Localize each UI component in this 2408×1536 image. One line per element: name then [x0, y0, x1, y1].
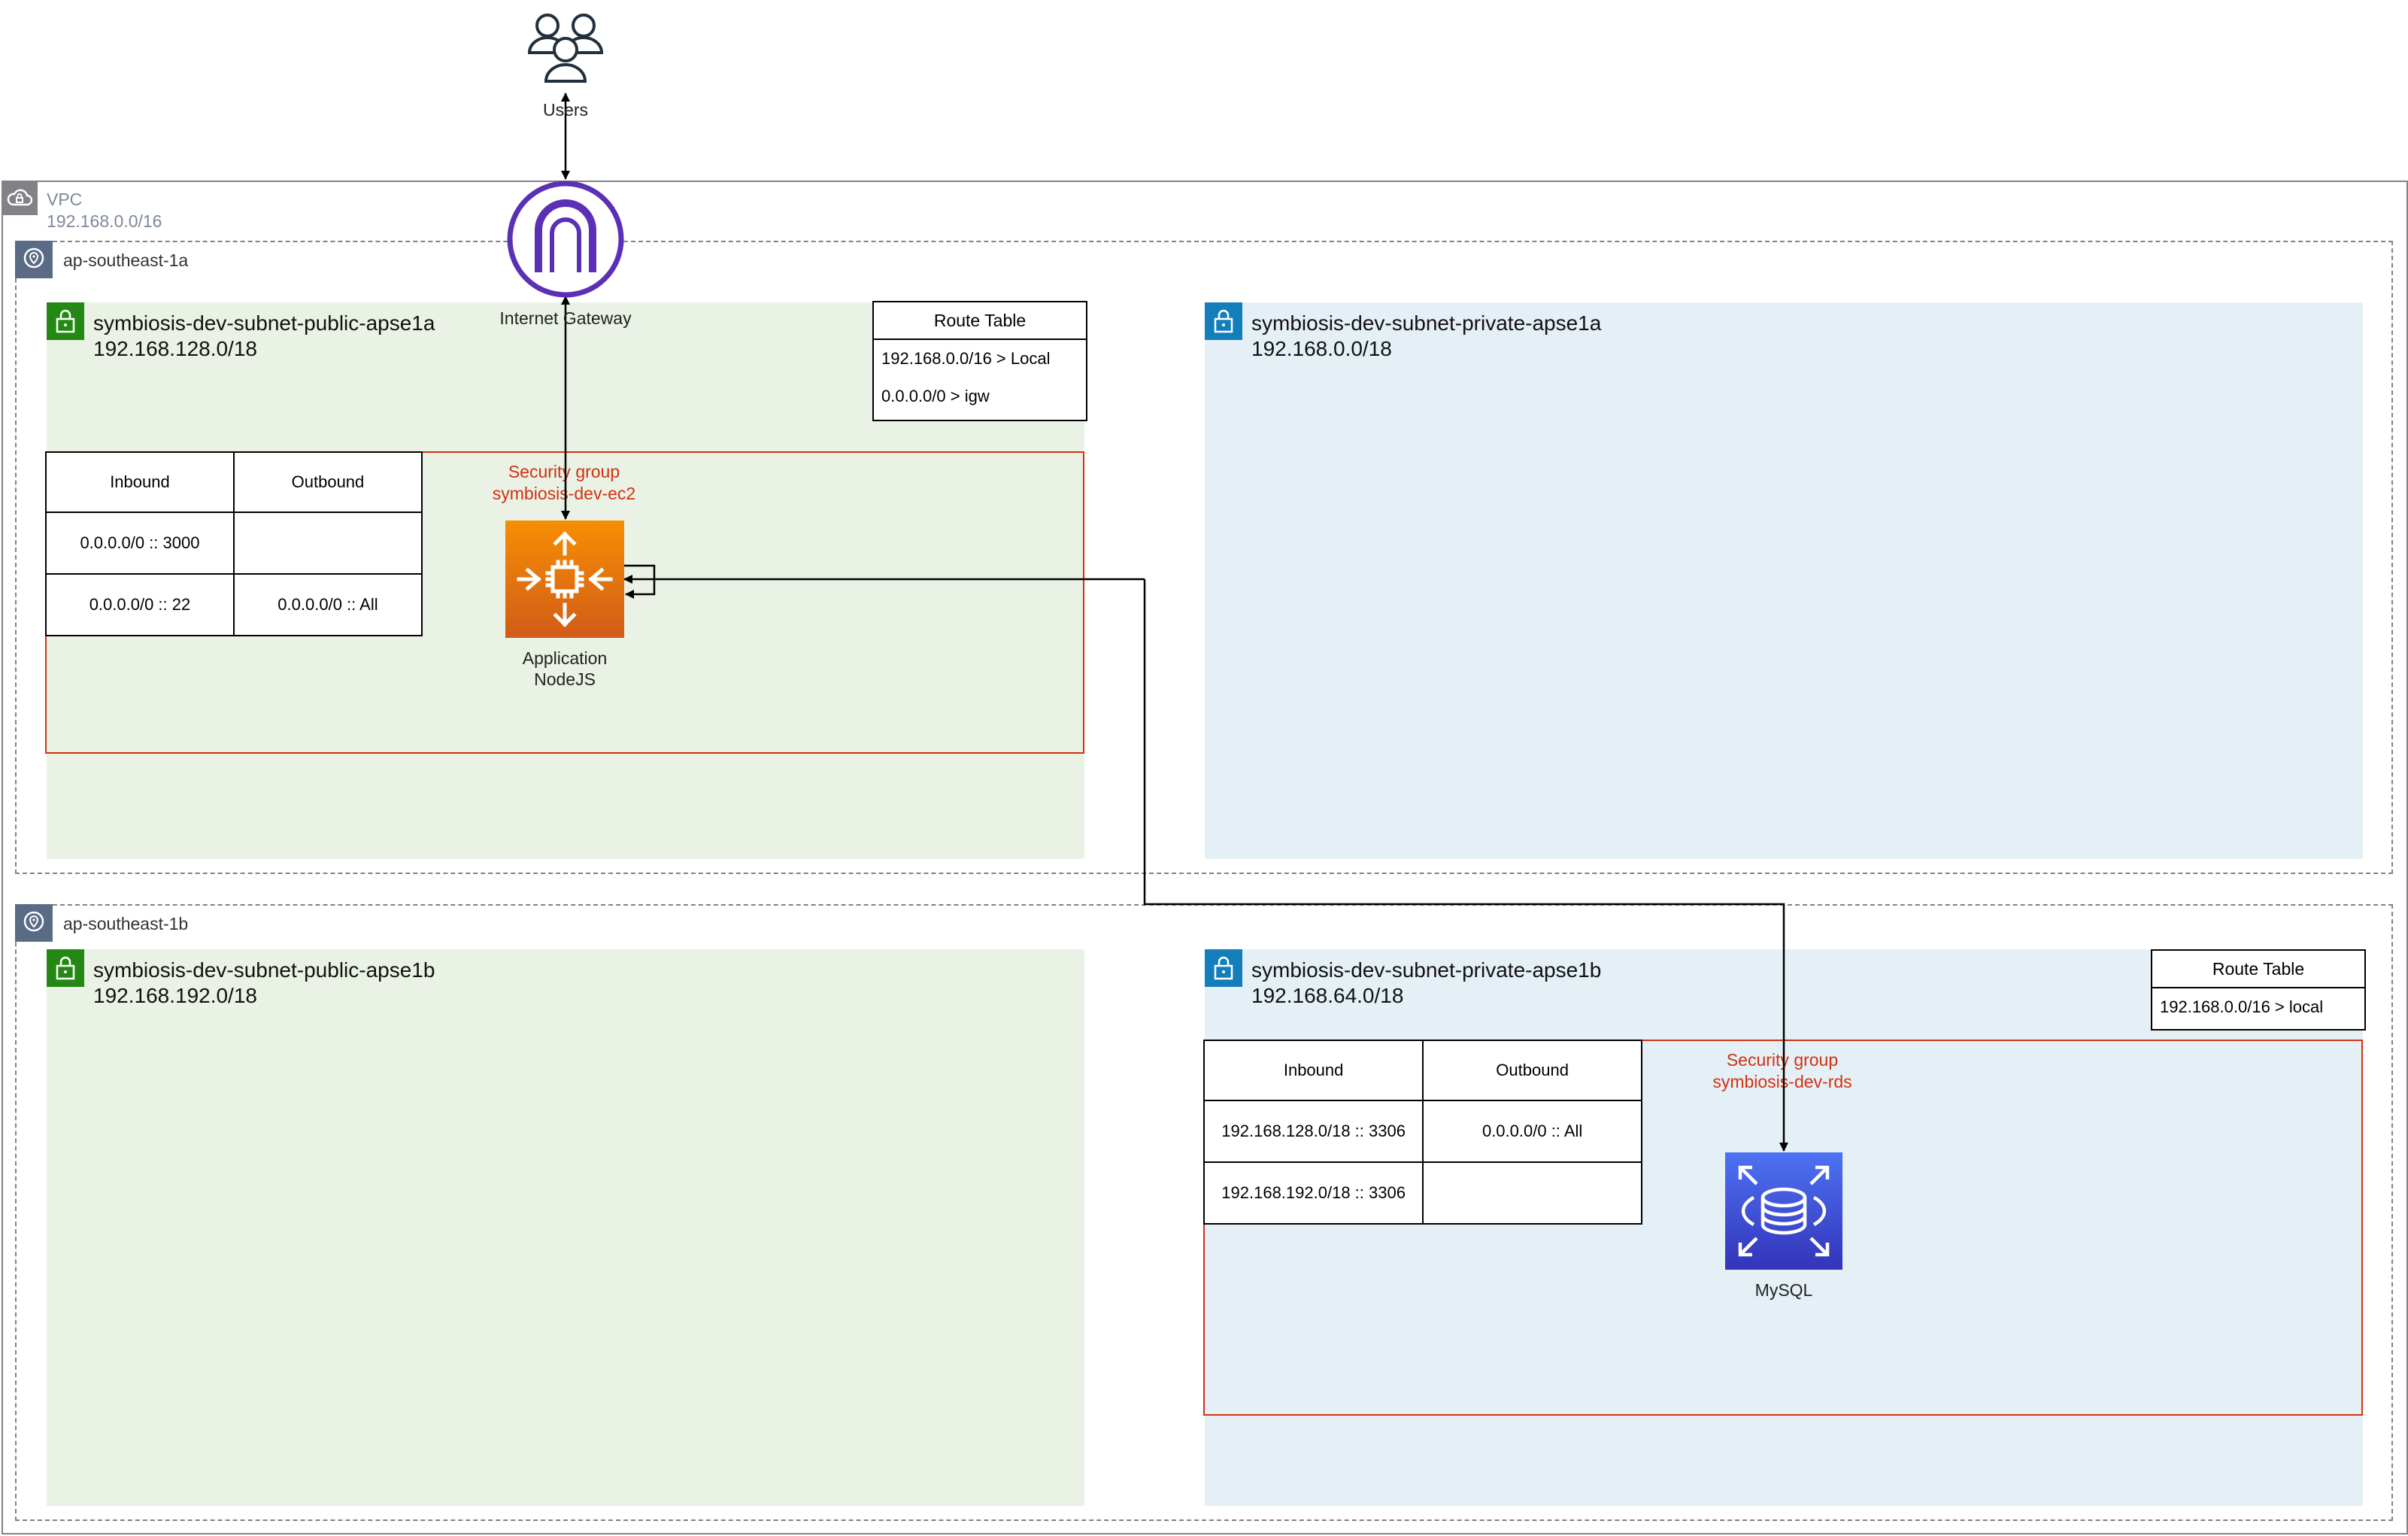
vpc-title: VPC [47, 190, 83, 209]
table-header-row: Inbound Outbound [45, 451, 423, 513]
users-icon [525, 6, 606, 84]
private-subnet-b-name: symbiosis-dev-subnet-private-apse1b [1251, 958, 1602, 982]
table-row: 192.168.192.0/18 :: 3306 [1202, 1161, 1642, 1225]
ec2-instance-icon [505, 521, 624, 638]
database-label: MySQL [1754, 1280, 1813, 1300]
table-header-row: Inbound Outbound [1202, 1040, 1642, 1101]
zone-b-label: ap-southeast-1b [63, 914, 189, 933]
zone-a-label: ap-southeast-1a [63, 250, 189, 270]
inbound-header: Inbound [45, 451, 235, 513]
route-entry: 192.168.0.0/16 > Local [881, 349, 1051, 368]
padlock-icon [1205, 302, 1242, 340]
internet-gateway-icon [505, 181, 626, 298]
sg-rds-name: symbiosis-dev-rds [1712, 1072, 1852, 1091]
outbound-header: Outbound [1422, 1040, 1642, 1101]
public-subnet-b-cidr: 192.168.192.0/18 [93, 984, 257, 1007]
private-subnet-b-cidr: 192.168.64.0/18 [1251, 984, 1404, 1007]
private-subnet-a-cidr: 192.168.0.0/18 [1251, 337, 1392, 360]
vpc-icon [2, 181, 38, 215]
location-pin-icon [15, 904, 53, 942]
internet-gateway-label: Internet Gateway [499, 308, 632, 328]
table-row: 0.0.0.0/0 :: 3000 [45, 511, 423, 575]
private-subnet-a-name: symbiosis-dev-subnet-private-apse1a [1251, 311, 1602, 335]
route-entry: 192.168.0.0/16 > local [2160, 997, 2324, 1016]
inbound-rule: 192.168.192.0/18 :: 3306 [1202, 1161, 1424, 1225]
public-subnet-a-cidr: 192.168.128.0/18 [93, 337, 257, 360]
route-entry: 0.0.0.0/0 > igw [881, 387, 990, 405]
location-pin-icon [15, 241, 53, 278]
padlock-icon [47, 949, 84, 987]
app-label-line1: Application [522, 648, 608, 668]
inbound-header: Inbound [1202, 1040, 1424, 1101]
padlock-icon [47, 302, 84, 340]
outbound-header: Outbound [232, 451, 423, 513]
sg-rds-title: Security group [1726, 1050, 1839, 1070]
outbound-rule: 0.0.0.0/0 :: All [232, 573, 423, 636]
inbound-rule: 0.0.0.0/0 :: 22 [45, 573, 235, 636]
outbound-rule [1422, 1161, 1642, 1225]
inbound-rule: 192.168.128.0/18 :: 3306 [1202, 1100, 1424, 1163]
padlock-icon [1205, 949, 1242, 987]
vpc-group [2, 181, 2408, 1534]
inbound-rule: 0.0.0.0/0 :: 3000 [45, 511, 235, 575]
sg-ec2-rules-table: Inbound Outbound 0.0.0.0/0 :: 3000 0.0.0… [45, 451, 423, 636]
app-db-connector [1143, 579, 1788, 1152]
outbound-rule: 0.0.0.0/0 :: All [1422, 1100, 1642, 1163]
app-label-line2: NodeJS [534, 669, 596, 689]
vpc-cidr: 192.168.0.0/16 [47, 211, 162, 231]
public-subnet-b-name: symbiosis-dev-subnet-public-apse1b [93, 958, 435, 982]
private-subnet-a [1205, 302, 2363, 859]
public-subnet-a-name: symbiosis-dev-subnet-public-apse1a [93, 311, 435, 335]
route-table-private: Route Table 192.168.0.0/16 > local [2151, 949, 2366, 1031]
outbound-rule [232, 511, 423, 575]
database-icon [1725, 1152, 1842, 1270]
users-label: Users [542, 100, 589, 120]
table-row: 0.0.0.0/0 :: 22 0.0.0.0/0 :: All [45, 573, 423, 636]
sg-rds-rules-table: Inbound Outbound 192.168.128.0/18 :: 330… [1202, 1040, 1642, 1225]
public-subnet-b [47, 949, 1084, 1506]
route-table-title: Route Table [2152, 951, 2364, 988]
route-table-title: Route Table [874, 302, 1086, 340]
route-table-public: Route Table 192.168.0.0/16 > Local 0.0.0… [872, 301, 1087, 421]
table-row: 192.168.128.0/18 :: 3306 0.0.0.0/0 :: Al… [1202, 1100, 1642, 1163]
availability-zone-a [15, 241, 2393, 874]
